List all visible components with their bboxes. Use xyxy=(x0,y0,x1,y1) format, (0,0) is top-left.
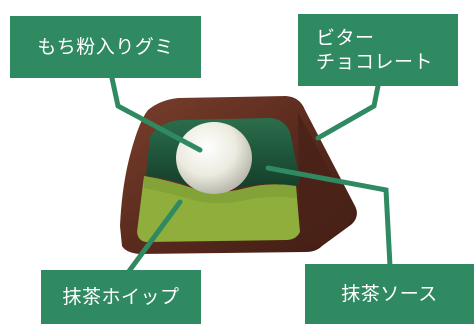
label-matcha-whip: 抹茶ホイップ xyxy=(41,270,201,324)
leader-line-sauce xyxy=(265,165,393,269)
leader-line-whip xyxy=(121,199,183,281)
mochi-gummy-ball xyxy=(176,122,252,194)
label-matcha-whip-text: 抹茶ホイップ xyxy=(62,286,180,308)
leader-line-bitter xyxy=(315,83,381,141)
label-bitter-chocolate: ビター チョコレート xyxy=(298,14,458,86)
label-matcha-sauce: 抹茶ソース xyxy=(305,264,474,324)
label-bitter-chocolate-line1: ビター xyxy=(316,27,375,49)
matcha-whip-shade xyxy=(144,176,297,204)
label-matcha-sauce-text: 抹茶ソース xyxy=(341,283,438,305)
label-mochi-gummy-text: もち粉入りグミ xyxy=(37,36,174,58)
label-bitter-chocolate-line2: チョコレート xyxy=(316,51,434,73)
leader-line-mochi xyxy=(109,75,203,153)
label-mochi-gummy: もち粉入りグミ xyxy=(10,16,201,78)
